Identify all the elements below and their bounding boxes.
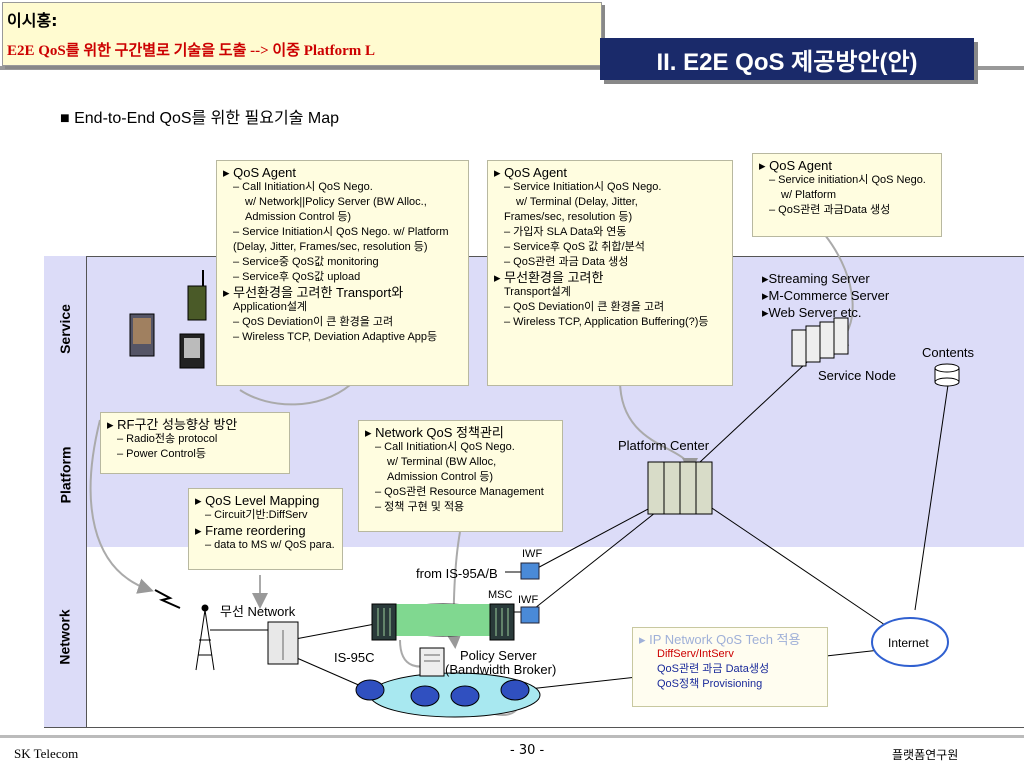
label-bandwidth-broker: (Bandwidth Broker): [445, 662, 557, 677]
label-service-node: Service Node: [818, 368, 897, 383]
routers: [355, 679, 530, 707]
network-band-label: Network: [44, 547, 87, 727]
terminal-devices: [129, 270, 207, 369]
label-contents: Contents: [922, 345, 975, 360]
iwf-box-2: [520, 606, 540, 624]
iwf-box-1: [520, 562, 540, 580]
callout-rf: ▸ RF구간 성능향상 방안 – Radio전송 protocol – Powe…: [100, 412, 290, 474]
label-from-is95: from IS-95A/B: [416, 566, 498, 581]
bsc-cabinet: [267, 621, 299, 665]
note-author: 이시홍:: [7, 11, 58, 30]
callout-terminal-agent: ▸ QoS Agent – Call Initiation시 QoS Nego.…: [216, 160, 469, 386]
footer-company: SK Telecom: [14, 746, 79, 761]
arrow-rf: [89, 419, 154, 594]
platform-band-label: Platform: [44, 402, 87, 547]
slide-subtitle: ■ End-to-End QoS를 위한 필요기술 Map: [60, 110, 340, 127]
note-text: E2E QoS를 위한 구간별로 기술을 도출 --> 이중 Platform …: [7, 43, 375, 59]
callout-qos-mapping: ▸ QoS Level Mapping – Circuit기반:DiffServ…: [188, 488, 343, 570]
switch-left: [371, 603, 397, 641]
label-platform-center: Platform Center: [618, 438, 710, 453]
service-band-label: Service: [44, 256, 87, 402]
label-streaming-server: ▸Streaming Server: [762, 271, 870, 286]
internet-cloud: [871, 617, 949, 667]
switch-msc: [489, 603, 515, 641]
contents-db: [934, 363, 960, 387]
footer-department: 플랫폼연구원: [892, 748, 959, 762]
title-rule: [0, 66, 1024, 70]
footer-rule: [0, 735, 1024, 738]
label-web-server: ▸Web Server etc.: [762, 305, 862, 320]
arrow-platform: [619, 379, 698, 474]
service-node-servers: [791, 317, 849, 367]
callout-service-agent: ▸ QoS Agent – Service initiation시 QoS Ne…: [752, 153, 942, 237]
label-policy-server: Policy Server: [460, 648, 537, 663]
callout-platform-agent: ▸ QoS Agent – Service Initiation시 QoS Ne…: [487, 160, 733, 386]
lightning-icon: [154, 589, 181, 609]
page-number: - 30 -: [510, 743, 545, 758]
label-mcommerce-server: ▸M-Commerce Server: [762, 288, 890, 303]
label-internet: Internet: [888, 636, 929, 650]
label-msc: MSC: [488, 589, 513, 601]
label-iwf-1: IWF: [522, 548, 543, 560]
core-pipe: [380, 603, 506, 637]
platform-center-servers: [647, 461, 713, 515]
ip-network-qos-box: ▸ IP Network QoS Tech 적용 DiffServ/IntSer…: [632, 627, 828, 707]
sticky-note: 이시홍: E2E QoS를 위한 구간별로 기술을 도출 --> 이중 Plat…: [2, 2, 602, 66]
callout-network-policy: ▸ Network QoS 정책관리 – Call Initiation시 Qo…: [358, 420, 563, 532]
label-iwf-2: IWF: [518, 594, 539, 606]
slide-title: II. E2E QoS 제공방안(안): [600, 38, 974, 80]
bts-tower: [195, 604, 215, 671]
arrow-terminal: [239, 384, 351, 406]
label-wireless-network: 무선 Network: [220, 604, 296, 619]
label-is95c: IS-95C: [334, 650, 375, 665]
policy-server-box: [419, 647, 445, 677]
